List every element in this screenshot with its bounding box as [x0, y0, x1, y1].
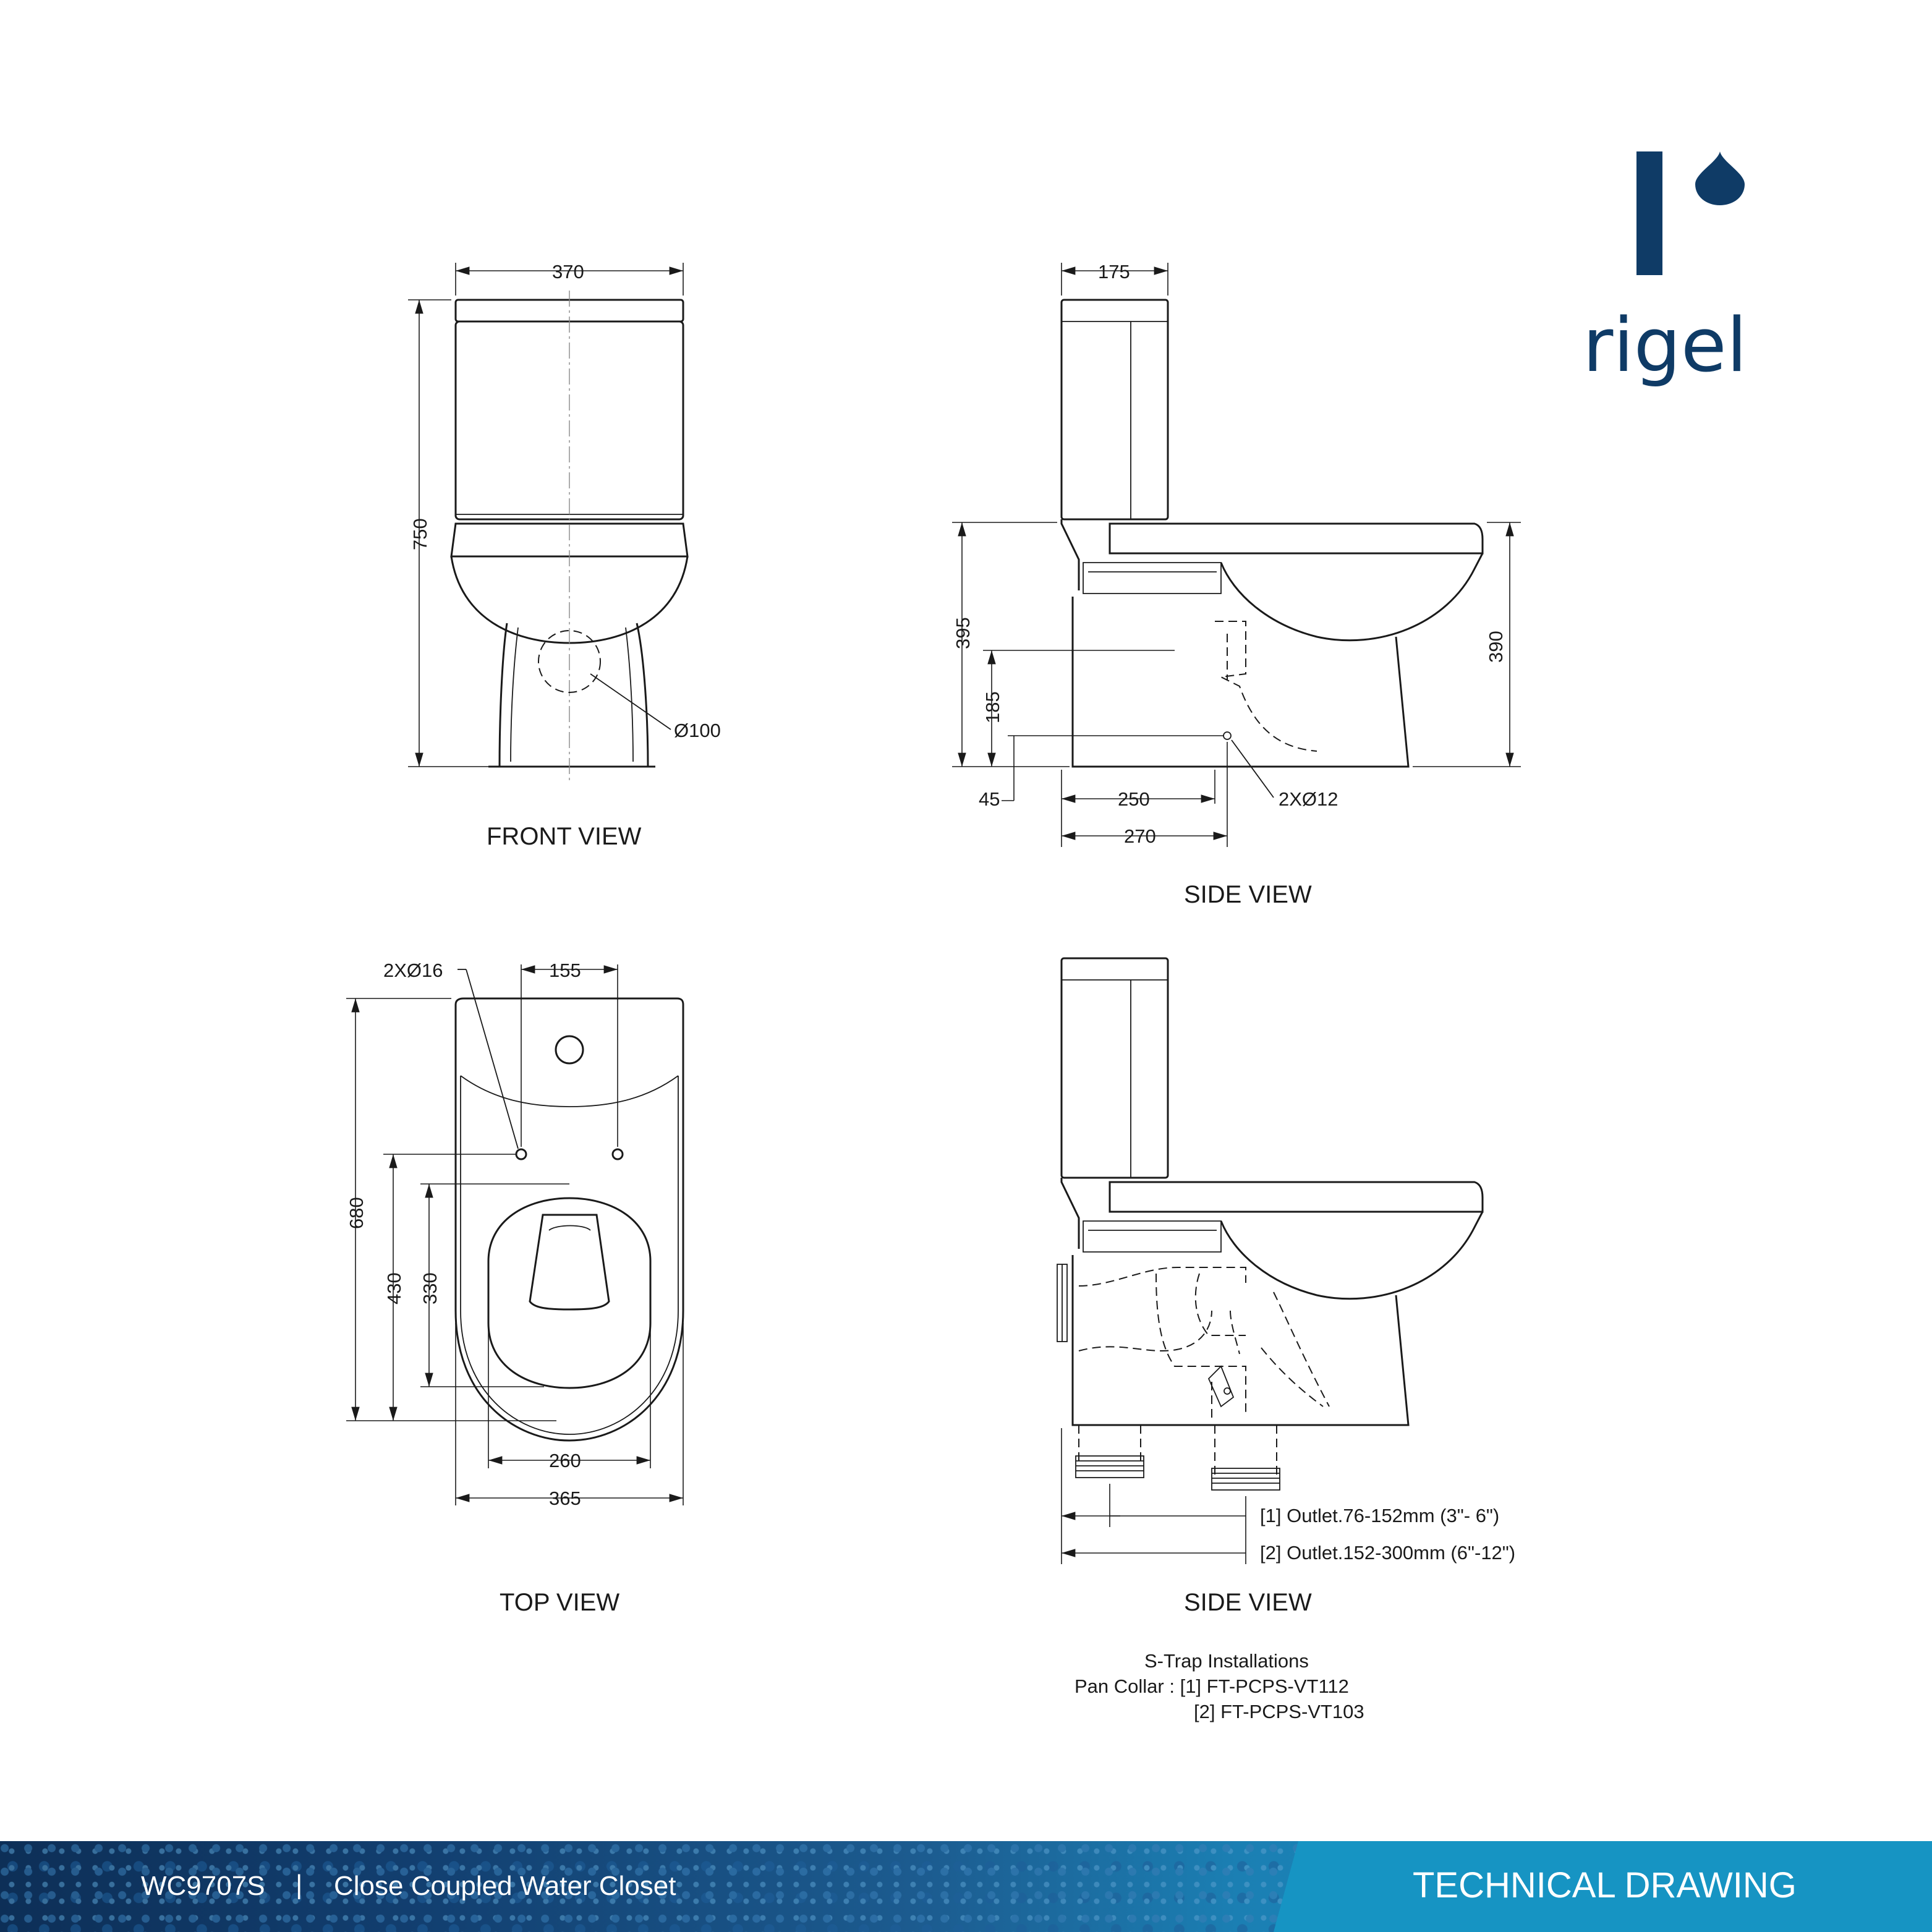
strap-outlet-2: [2] Outlet.152-300mm (6"-12")	[1260, 1542, 1515, 1564]
front-dim-height: 750	[409, 518, 431, 550]
front-view-title: FRONT VIEW	[487, 823, 642, 850]
logo-drop-shape	[1695, 151, 1745, 205]
top-dim-365: 365	[549, 1487, 581, 1509]
notes-line-3: [2] FT-PCPS-VT103	[1194, 1701, 1364, 1722]
side-view-strap: [1] Outlet.76-152mm (3"- 6") [2] Outlet.…	[1057, 957, 1515, 1616]
footer-separator: |	[296, 1870, 303, 1900]
top-view: 2XØ16 155 680 430 330 260 365 TOP VIEW	[346, 960, 684, 1616]
front-dim-outlet: Ø100	[674, 720, 721, 741]
strap-view-title: SIDE VIEW	[1184, 1589, 1312, 1616]
installation-notes: S-Trap Installations Pan Collar : [1] FT…	[1075, 1650, 1364, 1722]
top-dim-680: 680	[346, 1197, 367, 1229]
side-dim-390: 390	[1485, 631, 1507, 663]
logo-wordmark: rigel	[1583, 303, 1747, 389]
side-dim-250: 250	[1118, 788, 1150, 810]
side-dim-395: 395	[952, 617, 974, 649]
document-type: TECHNICAL DRAWING	[1413, 1865, 1797, 1905]
side-dim-270: 270	[1124, 825, 1156, 847]
side-view: 2XØ12 175 395 185 45 250 270 390 SIDE VI…	[952, 261, 1521, 908]
pan-collar-1-shape	[1075, 1455, 1144, 1478]
side-dim-top: 175	[1098, 261, 1130, 283]
side-view-title: SIDE VIEW	[1184, 881, 1312, 908]
side-dim-holes: 2XØ12	[1279, 788, 1338, 810]
top-dim-holes: 2XØ16	[383, 960, 443, 981]
footer-bar: WC9707S | Close Coupled Water Closet TEC…	[0, 1841, 1932, 1932]
product-name: Close Coupled Water Closet	[334, 1871, 676, 1901]
logo-bar-shape	[1636, 151, 1662, 275]
top-dim-155: 155	[549, 960, 581, 981]
front-view: 370 750 Ø100 FRONT VIEW	[408, 261, 721, 850]
rigel-logo: rigel	[1583, 151, 1747, 389]
strap-outlet-1: [1] Outlet.76-152mm (3"- 6")	[1260, 1505, 1499, 1526]
model-number: WC9707S	[141, 1871, 265, 1901]
top-view-title: TOP VIEW	[500, 1589, 619, 1616]
side-dim-45: 45	[979, 788, 1000, 810]
top-dim-430: 430	[383, 1272, 405, 1304]
footer-texture	[0, 1841, 1298, 1932]
front-dim-width: 370	[552, 261, 584, 283]
notes-line-2: Pan Collar : [1] FT-PCPS-VT112	[1075, 1675, 1349, 1697]
pan-collar-2-shape	[1211, 1468, 1280, 1491]
side-dim-185: 185	[982, 691, 1003, 723]
top-dim-330: 330	[419, 1272, 441, 1304]
notes-line-1: S-Trap Installations	[1144, 1650, 1309, 1672]
footer-accent-panel	[1274, 1841, 1932, 1932]
top-dim-260: 260	[549, 1450, 581, 1471]
